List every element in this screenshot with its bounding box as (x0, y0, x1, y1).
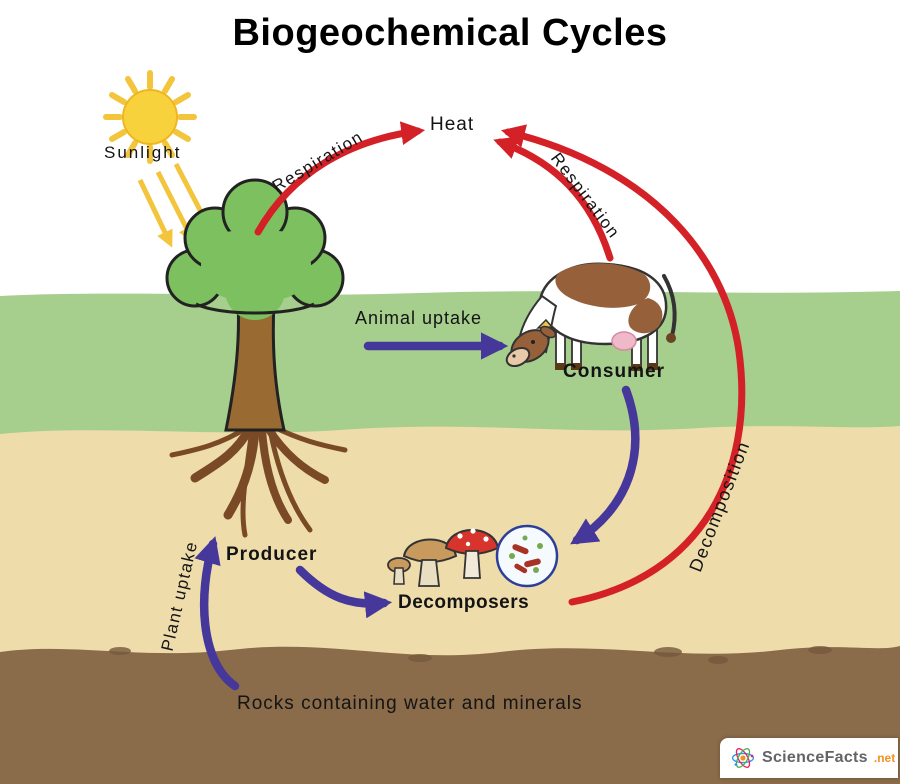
mushrooms-icon (387, 528, 500, 587)
tree-roots (169, 423, 348, 538)
consumer-label: Consumer (563, 361, 665, 382)
respiration-arrow-right (493, 136, 614, 262)
decomposers-label: Decomposers (398, 592, 530, 613)
logo-tld: .net (873, 751, 896, 765)
respiration-arrow-left (254, 121, 426, 236)
heat-label: Heat (430, 114, 475, 135)
sunlight-label: Sunlight (104, 143, 182, 162)
page-title: Biogeochemical Cycles (232, 12, 668, 54)
logo-text: ScienceFacts (762, 749, 868, 766)
cow-hooves (555, 363, 658, 371)
consumer-to-decomposers-arrow (570, 385, 640, 545)
rocks-label: Rocks containing water and minerals (237, 693, 583, 714)
animal-uptake-label: Animal uptake (355, 308, 483, 328)
soil-stones (109, 646, 832, 664)
tree-trunk (224, 298, 286, 432)
producer-to-decomposers-arrow (295, 565, 393, 619)
sun-icon (103, 70, 197, 164)
atom-icon (731, 748, 755, 768)
microbes-dish-icon (495, 524, 559, 588)
tree-producer-icon (165, 178, 348, 538)
producer-label: Producer (226, 544, 318, 565)
tree-canopy (165, 178, 345, 320)
cow-consumer-icon (505, 262, 677, 371)
transfer-arrows (194, 332, 640, 691)
mushroom-spots (457, 528, 489, 547)
microbe-dots (509, 535, 543, 573)
plant-uptake-arrow (194, 536, 240, 691)
cycle-arrows (254, 121, 746, 606)
decomposition-arrow (501, 124, 746, 606)
bacteria-rods (512, 544, 541, 574)
logo-sciencefacts[interactable]: ScienceFacts .net (720, 738, 898, 778)
